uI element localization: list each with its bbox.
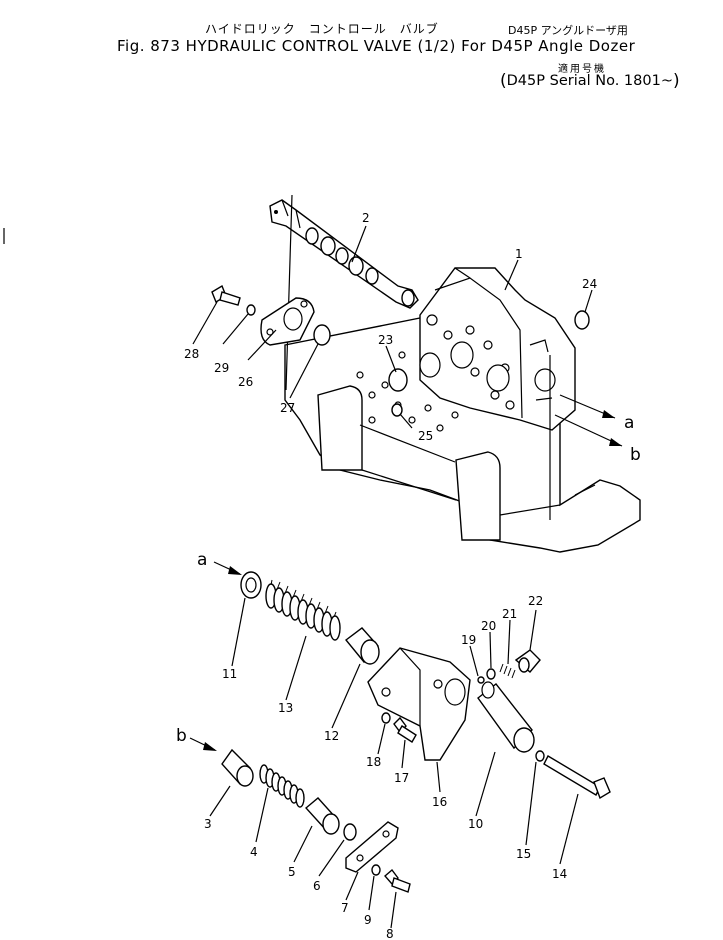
callout-28: 28 — [184, 347, 199, 361]
callout-3: 3 — [204, 817, 212, 831]
figure-title: Fig. 873 HYDRAULIC CONTROL VALVE (1/2) F… — [117, 37, 636, 55]
serial-applicability: (D45P Serial No. 1801~) — [500, 71, 680, 91]
bolt-17 — [393, 716, 417, 743]
callout-27: 27 — [280, 401, 295, 415]
bolt-8 — [384, 868, 411, 893]
callout-5: 5 — [288, 865, 296, 879]
port-arrow-a-lower — [213, 561, 242, 575]
o-ring-27 — [313, 324, 331, 346]
callout-15: 15 — [516, 847, 531, 861]
spring-13 — [265, 579, 341, 641]
washer-9 — [371, 864, 381, 876]
serial-open-paren: ( — [500, 71, 507, 91]
port-arrow-b-upper — [554, 414, 623, 447]
leader-lines — [192, 225, 593, 929]
o-ring-25 — [391, 403, 403, 417]
callout-21: 21 — [502, 607, 517, 621]
bolt-14 — [543, 755, 611, 800]
callout-9: 9 — [364, 913, 372, 927]
callout-19: 19 — [461, 633, 476, 647]
seat-20 — [486, 668, 496, 680]
o-ring-24 — [574, 310, 590, 330]
port-arrow-a-upper — [559, 394, 616, 419]
cover-16 — [367, 647, 471, 761]
control-spool — [269, 199, 419, 309]
callout-1: 1 — [515, 247, 523, 261]
callout-10: 10 — [468, 817, 483, 831]
callout-26: 26 — [238, 375, 253, 389]
callout-14: 14 — [552, 867, 567, 881]
callout-6: 6 — [313, 879, 321, 893]
spring-4 — [259, 764, 305, 808]
o-ring-23 — [388, 368, 408, 392]
callout-20: 20 — [481, 619, 496, 633]
port-label-b-lower: b — [176, 726, 187, 746]
serial-number-text: D45P Serial No. 1801~ — [506, 73, 673, 89]
callout-24: 24 — [582, 277, 597, 291]
seat-3 — [221, 748, 254, 787]
callout-18: 18 — [366, 755, 381, 769]
callout-11: 11 — [222, 667, 237, 681]
callout-4: 4 — [250, 845, 258, 859]
plug-22 — [514, 649, 541, 673]
spool-center-line — [285, 194, 293, 391]
callout-7: 7 — [341, 901, 349, 915]
callout-29: 29 — [214, 361, 229, 375]
callout-12: 12 — [324, 729, 339, 743]
port-label-a-lower: a — [197, 550, 207, 570]
callout-2: 2 — [362, 211, 370, 225]
serial-japanese-label: 適用号機 — [558, 64, 606, 75]
port-arrow-b-lower — [189, 737, 217, 751]
flange-26 — [260, 297, 315, 346]
bolt-28 — [211, 284, 241, 306]
callout-16: 16 — [432, 795, 447, 809]
ball-19 — [477, 676, 485, 684]
callout-22: 22 — [528, 594, 543, 608]
callout-8: 8 — [386, 927, 394, 940]
japanese-title: ハイドロリック コントロール バルブ — [205, 22, 439, 36]
port-label-b-upper: b — [630, 445, 641, 465]
spacer-12 — [344, 627, 380, 665]
seat-11-bore — [245, 577, 257, 593]
callout-17: 17 — [394, 771, 409, 785]
callout-23: 23 — [378, 333, 393, 347]
valve-body — [419, 267, 576, 520]
plate-7 — [345, 821, 399, 873]
japanese-model-note: D45P アングルドーザ用 — [508, 24, 628, 37]
serial-close-paren: ) — [672, 71, 680, 91]
washer-15 — [535, 750, 545, 762]
spring-21 — [499, 663, 516, 679]
callout-13: 13 — [278, 701, 293, 715]
washer-18 — [381, 712, 391, 724]
callout-numbers: 1 2 24 23 25 28 29 26 27 11 13 12 16 19 … — [184, 211, 597, 940]
piston-10 — [477, 681, 535, 753]
port-label-a-upper: a — [624, 413, 634, 433]
o-ring-6 — [343, 823, 357, 841]
piston-5 — [304, 797, 340, 835]
washer-29 — [246, 304, 256, 316]
callout-25: 25 — [418, 429, 433, 443]
